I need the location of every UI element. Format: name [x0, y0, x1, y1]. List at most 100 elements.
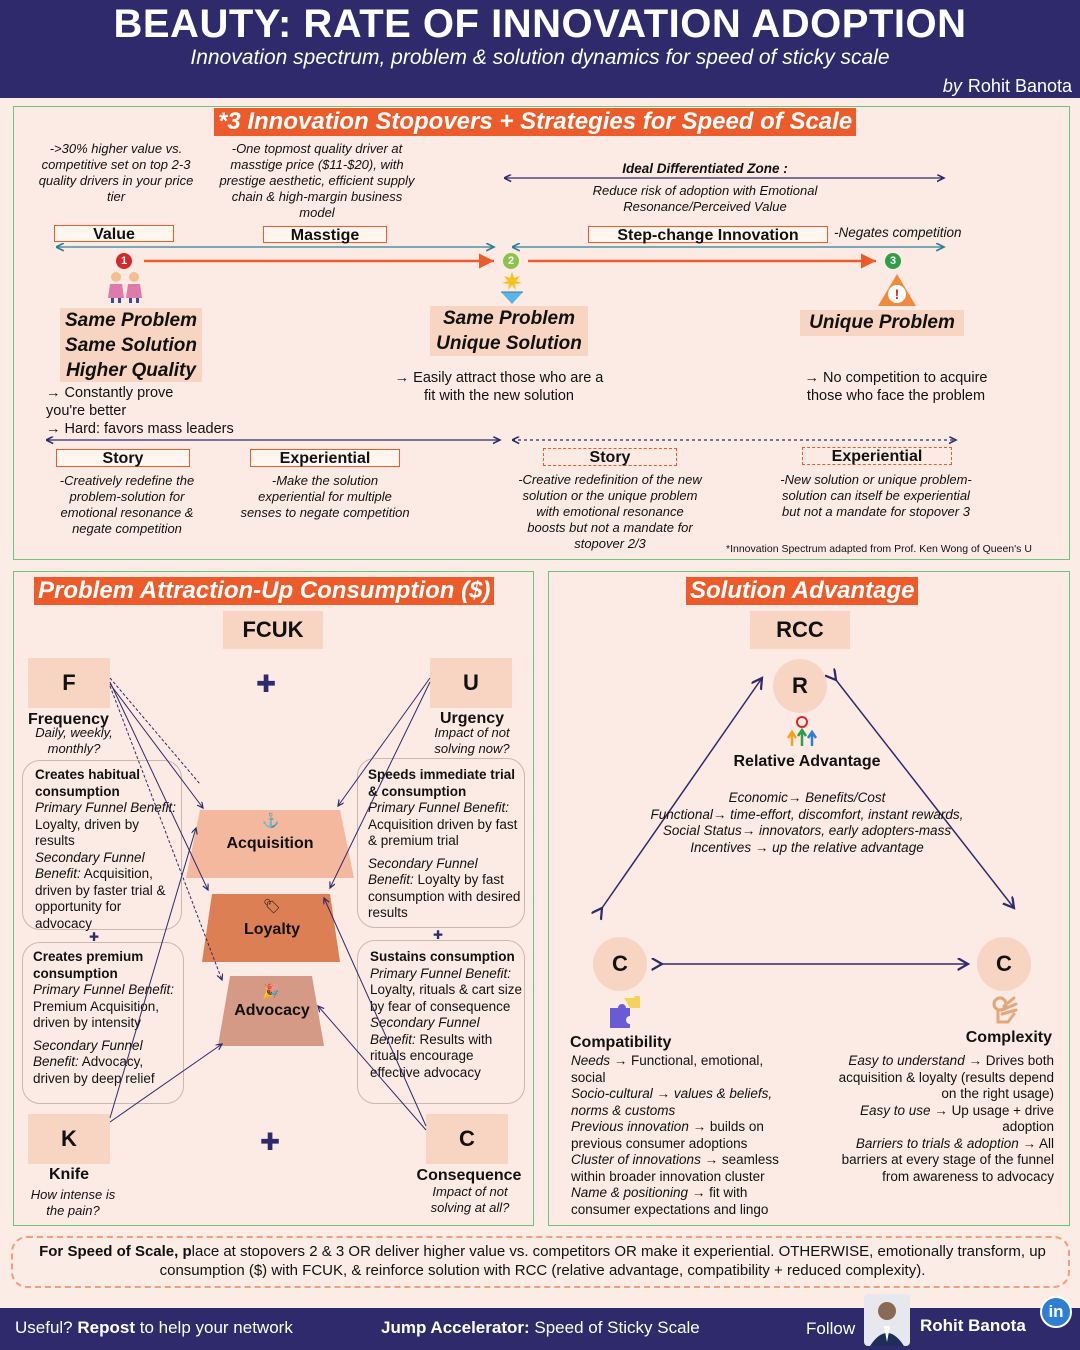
ideal-zone-text: Reduce risk of adoption with Emotional R… [592, 183, 818, 214]
stop3-description: Unique Problem [800, 310, 964, 336]
frequency-label: Frequency [28, 711, 109, 728]
funnel-advocacy: Advocacy [234, 1002, 310, 1019]
stop2-line2: Unique Solution [436, 333, 582, 354]
plus-icon: ✚ [433, 928, 444, 942]
compat-key-name: Name & positioning [571, 1185, 689, 1200]
complex-key-understand: Easy to understand [848, 1053, 965, 1068]
compat-val-socio: values & beliefs, norms & customs [571, 1086, 773, 1118]
rcc-bottom-arrow [650, 955, 980, 975]
letter-k: K [28, 1114, 110, 1164]
summary-text: lace at stopovers 2 & 3 OR deliver highe… [159, 1243, 1046, 1279]
by-label: by [942, 76, 962, 96]
letter-u: U [430, 658, 512, 708]
footer-help: to help your network [139, 1318, 293, 1337]
strategy-experiential-2-text: -New solution or unique problem-solution… [780, 472, 972, 519]
strategy-experiential-1-text: -Make the solution experiential for mult… [240, 473, 410, 520]
compatibility-label: Compatibility [570, 1034, 672, 1051]
stopovers-title: *3 Innovation Stopovers + Strategies for… [214, 108, 857, 136]
sustains-secondary-label: Secondary Funnel Benefit: [370, 1015, 480, 1047]
compat-val-cluster: seamless within broader innovation clust… [571, 1152, 779, 1184]
svg-text:!: ! [895, 286, 900, 302]
sustains-primary-label: Primary Funnel Benefit: [370, 965, 512, 981]
complex-key-use: Easy to use [860, 1102, 931, 1118]
page-subtitle: Innovation spectrum, problem & solution … [190, 46, 890, 69]
complexity-label: Complexity [965, 1029, 1052, 1046]
speeds-primary-label: Primary Funnel Benefit: [368, 800, 510, 815]
fcuk-title: Problem Attraction-Up Consumption ($) [34, 577, 495, 605]
funnel-acquisition: Acquisition [226, 835, 314, 852]
author-name: Rohit Banota [967, 76, 1072, 96]
linkedin-icon[interactable]: in [1040, 1296, 1072, 1328]
header: BEAUTY: RATE OF INNOVATION ADOPTION Inno… [0, 0, 1080, 98]
stop1-notes: → Constantly prove you're better → Hard:… [46, 384, 256, 438]
spectrum-arrows [46, 0, 1080, 560]
ra-key-economic: Economic [728, 790, 788, 805]
warning-icon: ! [878, 274, 916, 306]
footer-name[interactable]: Rohit Banota [920, 1316, 1026, 1335]
value-note: ->30% higher value vs. competitive set o… [38, 141, 194, 204]
habitual-title: Creates habitual consumption [35, 767, 141, 799]
speeds-box: Speeds immediate trial & consumption Pri… [357, 758, 525, 928]
r-circle: R [773, 659, 827, 713]
footer-jump-text: Speed of Sticky Scale [534, 1318, 700, 1337]
stop3-line1: Unique Problem [809, 312, 955, 333]
habitual-secondary-label: Secondary Funnel Benefit: [35, 849, 145, 882]
footer: Useful? Repost to help your network Jump… [0, 1294, 1080, 1350]
stop2-note: → Easily attract those who are a fit wit… [394, 370, 604, 404]
strategy-story-2: Story [543, 448, 677, 466]
rcc-acronym: RCC [750, 611, 850, 649]
habitual-secondary-text: Acquisition, driven by faster trial & op… [35, 866, 166, 931]
relative-advantage-label: Relative Advantage [733, 753, 881, 770]
compat-val-name: fit with consumer expectations and lingo [571, 1185, 769, 1217]
label-value: Value [54, 225, 174, 243]
compat-key-needs: Needs [571, 1053, 611, 1068]
stop1-line3: Higher Quality [66, 360, 196, 381]
stop1-note-1: → Constantly prove you're better [46, 385, 174, 419]
masstige-note: -One topmost quality driver at masstige … [219, 141, 415, 220]
strategy-story-1-text: -Creatively redefine the problem-solutio… [59, 473, 195, 536]
ra-val-incentives: up the relative advantage [772, 839, 924, 855]
twins-icon [108, 272, 142, 303]
habitual-box: Creates habitual consumption Primary Fun… [22, 760, 182, 931]
stop3-badge: 3 [885, 253, 901, 269]
ra-val-functional: time-effort, discomfort, instant rewards… [730, 806, 964, 822]
stop2-line1: Same Problem [443, 308, 575, 329]
page-title: BEAUTY: RATE OF INNOVATION ADOPTION [113, 2, 967, 46]
summary-box: For Speed of Scale, place at stopovers 2… [11, 1236, 1070, 1288]
speeds-title: Speeds immediate trial & consumption [368, 767, 516, 799]
letter-c: C [426, 1114, 508, 1164]
urgency-label: Urgency [439, 710, 505, 727]
compat-key-cluster: Cluster of innovations [571, 1152, 701, 1167]
stop3-note: → No competition to acquire those who fa… [804, 370, 988, 404]
speeds-secondary-text: Loyalty by fast consumption with desired… [368, 872, 521, 920]
strategy-story-2-text: -Creative redefinition of the new soluti… [518, 472, 702, 551]
stop1-description: Same Problem Same Solution Higher Qualit… [60, 308, 202, 382]
puzzle-icon [610, 996, 640, 1028]
habitual-primary-text: Loyalty, driven by results [35, 816, 140, 849]
stop1-line2: Same Solution [65, 335, 197, 356]
fcuk-connectors [109, 677, 431, 1131]
repost-link[interactable]: Repost [77, 1318, 135, 1337]
consequence-label: Consequence [416, 1167, 522, 1184]
compatibility-details: Needs → Functional, emotional, social So… [571, 1053, 779, 1217]
letter-f: F [28, 658, 110, 708]
premium-primary-label: Primary Funnel Benefit: [33, 982, 175, 997]
ra-key-functional: Functional [650, 806, 713, 822]
negates-competition: -Negates competition [834, 225, 962, 240]
premium-title: Creates premium consumption [33, 949, 144, 981]
complex-val-use: Up usage + drive adoption [951, 1102, 1054, 1135]
ra-key-incentives: Incentives [690, 839, 752, 855]
loyalty-icon: 🏷 [263, 898, 281, 914]
compat-key-socio: Socio-cultural [571, 1086, 653, 1101]
footnote: *Innovation Spectrum adapted from Prof. … [726, 543, 1032, 555]
footer-useful: Useful? [15, 1318, 73, 1337]
knife-question: How intense is the pain? [30, 1187, 116, 1218]
sustains-box: Sustains consumption Primary Funnel Bene… [357, 940, 525, 1104]
c-compat-circle: C [593, 937, 647, 991]
premium-secondary-label: Secondary Funnel Benefit: [33, 1037, 143, 1070]
plus-icon: ✚ [260, 1129, 281, 1156]
acquisition-icon: ⚓ [262, 812, 280, 828]
ideal-zone-title: Ideal Differentiated Zone : [622, 161, 788, 176]
speeds-primary-text: Acquisition driven by fast & premium tri… [368, 816, 518, 849]
